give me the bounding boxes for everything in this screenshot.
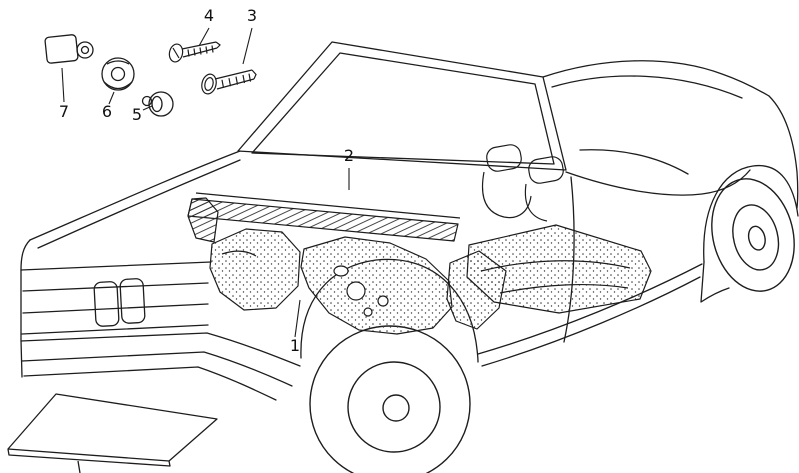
trunk-mat xyxy=(7,393,218,473)
callout-1-leader xyxy=(294,299,301,338)
screw-slot xyxy=(172,47,180,59)
grommet-outer xyxy=(101,57,135,91)
trunk-mat-thickness xyxy=(7,448,171,467)
rear-lower-body xyxy=(700,261,730,303)
dash-insulation-left-block xyxy=(187,197,219,243)
callout-5-label: 5 xyxy=(132,105,142,124)
front-corner xyxy=(20,239,31,271)
firewall-hole-4 xyxy=(363,307,373,317)
dash-insulation-part-2 xyxy=(187,192,461,243)
bolt-tip xyxy=(251,69,257,80)
screw-threads xyxy=(187,45,214,57)
rear-tire xyxy=(711,178,795,292)
clip-head xyxy=(44,34,79,64)
callout-4-label: 4 xyxy=(204,6,214,25)
kidney-right xyxy=(119,278,146,324)
rear-deck-top-line xyxy=(542,60,770,97)
firewall-hole-1 xyxy=(346,281,366,301)
trunk-mat-outline xyxy=(7,393,218,462)
rear-deck-inner-line xyxy=(551,75,743,99)
windshield xyxy=(237,41,567,171)
callout-1-label: 1 xyxy=(290,336,300,355)
fastener-7-clip xyxy=(44,34,94,64)
rear-hub xyxy=(747,225,766,251)
rear-floor-mat-contour-2 xyxy=(499,283,629,294)
valance-line xyxy=(23,366,277,401)
front-hub xyxy=(382,394,410,422)
firewall-hole-2 xyxy=(377,295,389,307)
callout-2-label: 2 xyxy=(344,146,354,165)
grommet-top-arc xyxy=(106,60,130,65)
callout-6-label: 6 xyxy=(102,102,112,121)
windshield-inner-frame xyxy=(251,52,555,165)
bolt-shaft-top xyxy=(214,69,253,80)
front-wheel xyxy=(309,325,471,473)
rear-shelf-line xyxy=(579,149,689,175)
rear-rim xyxy=(732,204,780,271)
fender-inner-line xyxy=(37,159,241,249)
seatback-left xyxy=(482,171,532,219)
callout-4-leader xyxy=(198,27,210,47)
rear-wheel xyxy=(711,178,795,292)
callout-7-leader xyxy=(61,67,65,103)
firewall-hole-3 xyxy=(333,265,349,277)
fender-top-line xyxy=(29,150,241,241)
kidney-left xyxy=(93,281,120,327)
fastener-5-plug xyxy=(141,91,174,117)
insulation-left-contour xyxy=(221,250,257,257)
callout-3-label: 3 xyxy=(247,6,257,25)
bolt-threads xyxy=(221,73,252,88)
grille-band-line-2 xyxy=(22,303,209,314)
front-tire xyxy=(309,325,471,473)
headrest-left xyxy=(486,144,522,172)
bumper-top-line xyxy=(20,332,301,367)
callout-3-leader xyxy=(242,27,253,65)
bolt-head xyxy=(201,73,217,95)
insulation-left-piece xyxy=(209,228,301,311)
grommet-flange xyxy=(103,81,133,90)
seats xyxy=(482,144,564,222)
plug-ear xyxy=(141,95,153,107)
insulation-center-piece xyxy=(300,236,453,335)
cowl-lip-line xyxy=(195,192,461,219)
bolt-head-inner xyxy=(204,77,214,91)
trunk-mat-leader xyxy=(77,460,81,473)
rear-wheel-arch xyxy=(703,164,799,263)
seatback-right xyxy=(524,183,548,222)
sill-line xyxy=(477,263,703,355)
screw-head xyxy=(168,43,184,63)
bumper-bottom-line xyxy=(21,351,293,387)
plug-face xyxy=(151,95,163,113)
headrest-right xyxy=(528,156,564,184)
callouts: 7 6 5 4 3 2 1 xyxy=(59,6,354,355)
fastener-4-screw xyxy=(168,41,221,63)
grille-band-line-1 xyxy=(22,282,209,292)
callout-6-leader xyxy=(108,91,115,105)
callout-5-leader xyxy=(142,105,153,111)
windshield-outer-frame xyxy=(237,41,567,171)
grille-bottom-line xyxy=(21,324,209,335)
grille-top-line xyxy=(20,261,212,271)
firewall-insulation-part-1 xyxy=(209,224,652,335)
kidney-grille xyxy=(93,278,146,327)
rear-right-edge xyxy=(768,95,799,209)
front-rim xyxy=(347,361,441,453)
front-left-edge xyxy=(20,269,23,378)
fastener-3-bolt xyxy=(201,69,257,95)
plug-body xyxy=(148,91,174,117)
fastener-6-grommet xyxy=(101,57,135,91)
callout-7-label: 7 xyxy=(59,102,69,121)
sill-lower-line xyxy=(481,276,701,367)
rear-floor-mat-contour-1 xyxy=(480,260,631,272)
clip-knob-inner xyxy=(80,45,90,55)
rear-floor-mat xyxy=(466,224,652,314)
clip-knob-outer xyxy=(76,41,94,59)
grommet-inner xyxy=(110,66,126,82)
screw-tip xyxy=(215,41,221,49)
beltline xyxy=(565,169,751,196)
